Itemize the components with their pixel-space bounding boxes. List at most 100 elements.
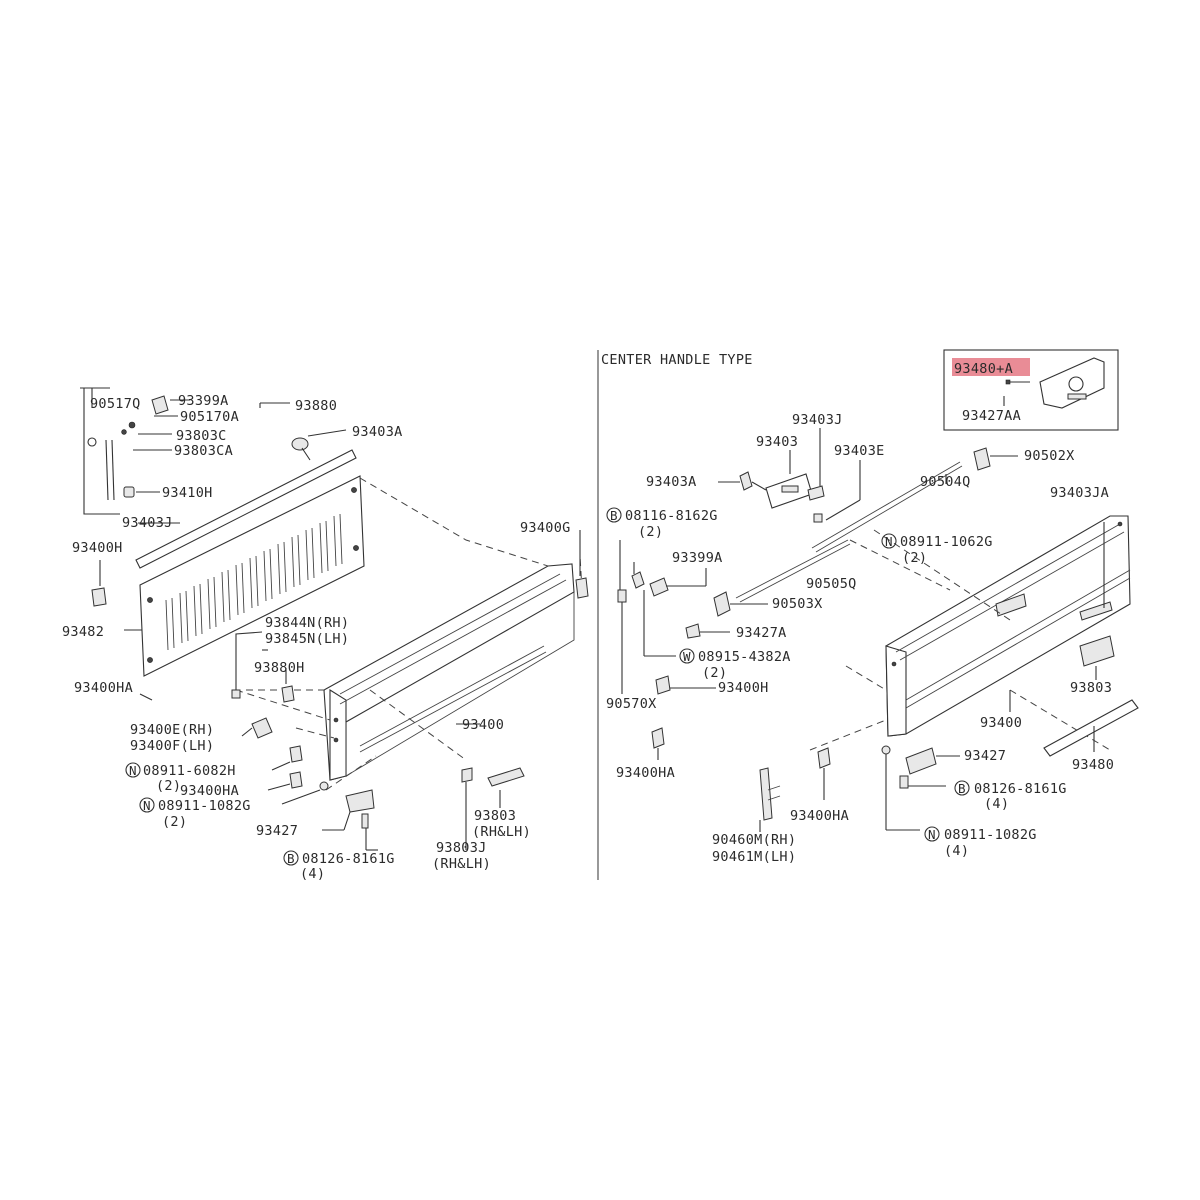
handle-93803-right: [1079, 635, 1115, 667]
clip-90502x: [973, 447, 991, 471]
label-93403j: 93403J: [122, 515, 173, 531]
label-93403ja: 93403JA: [1050, 485, 1109, 501]
label-90460m: 90460M(RH): [712, 832, 796, 848]
label-93803-r: 93803: [1070, 680, 1112, 696]
tailgate-protector-strip: [135, 449, 357, 569]
label-93399a: 93399A: [178, 393, 229, 409]
label-qty-2a: (2): [156, 778, 181, 794]
tailgate-shell: [323, 563, 583, 781]
hinge-93427-right: [905, 747, 937, 775]
label-qty-2a-r: (2): [638, 524, 663, 540]
symbol-n-r2: N: [928, 827, 936, 842]
tailgate-shell-right: [885, 515, 1131, 737]
clip-93400g: [575, 577, 589, 599]
clip-93400ha-b: [817, 747, 831, 769]
label-rhlh-a: (RH&LH): [472, 824, 531, 840]
label-08911-1082g-r: 08911-1082G: [944, 827, 1037, 843]
label-93399a-r: 93399A: [672, 550, 723, 566]
symbol-b-r2: B: [958, 781, 966, 796]
tailgate-finisher-panel: [124, 475, 365, 677]
strip-93480: [1043, 699, 1139, 757]
bolt-08116: [617, 540, 707, 603]
label-93400ha-a-r: 93400HA: [616, 765, 675, 781]
label-93845n: 93845N(LH): [265, 631, 349, 647]
bolt-93403a: [291, 429, 347, 461]
label-08126-8161g-r: 08126-8161G: [974, 781, 1067, 797]
handle-93803: [487, 767, 525, 787]
label-qty-2b-r: (2): [902, 550, 927, 566]
clip-93410h: [123, 486, 160, 498]
symbol-b: B: [287, 851, 295, 866]
label-93803ca: 93803CA: [174, 443, 233, 459]
rod-90504q: [811, 461, 961, 549]
highlight-93480a: [952, 358, 1030, 376]
label-93482: 93482: [62, 624, 104, 640]
label-93403-r: 93403: [756, 434, 798, 450]
rod-90505q: [735, 539, 849, 599]
symbol-w: W: [683, 649, 691, 664]
label-93400ha-b-r: 93400HA: [790, 808, 849, 824]
label-93403j-r: 93403J: [792, 412, 843, 428]
label-93400h-r: 93400H: [718, 680, 769, 696]
label-qty-4b-r: (4): [944, 843, 969, 859]
bolt-93427a: [685, 623, 701, 639]
label-93400g: 93400G: [520, 520, 571, 536]
label-08915-4382a: 08915-4382A: [698, 649, 791, 665]
section-title: CENTER HANDLE TYPE: [601, 352, 753, 368]
label-93400f: 93400F(LH): [130, 738, 214, 754]
label-93403a: 93403A: [352, 424, 403, 440]
label-90505q: 90505Q: [806, 576, 857, 592]
label-rhlh-b: (RH&LH): [432, 856, 491, 872]
clip-93400h: [655, 675, 671, 695]
label-08116-8162g: 08116-8162G: [625, 508, 718, 524]
strut-rod: [87, 395, 169, 501]
label-93400h: 93400H: [72, 540, 123, 556]
hinge-93427: [345, 789, 375, 813]
label-08911-6082h: 08911-6082H: [143, 763, 236, 779]
symbol-n-a: N: [129, 763, 137, 778]
label-93803c: 93803C: [176, 428, 227, 444]
label-93400ha-b: 93400HA: [180, 783, 239, 799]
label-93803: 93803: [474, 808, 516, 824]
label-93427a-r: 93427A: [736, 625, 787, 641]
handle-93403: [718, 428, 861, 523]
emblem-plate: [1039, 357, 1105, 409]
cable-90460m: [759, 767, 773, 821]
label-qty-4a: (4): [300, 866, 325, 882]
label-93403e: 93403E: [834, 443, 885, 459]
label-90502x: 90502X: [1024, 448, 1075, 464]
label-qty-2c-r: (2): [702, 665, 727, 681]
inset-bracket: [83, 387, 120, 515]
label-08911-1062g: 08911-1062G: [900, 534, 993, 550]
left-diagram: 90517Q 93399A 93880 905170A 93803C 93803…: [62, 387, 589, 882]
label-90570x: 90570X: [606, 696, 657, 712]
inset-box-93480a: [943, 349, 1119, 431]
label-93844n: 93844N(RH): [265, 615, 349, 631]
label-90461m: 90461M(LH): [712, 849, 796, 865]
label-90503x: 90503X: [772, 596, 823, 612]
label-93480: 93480: [1072, 757, 1114, 773]
label-93427: 93427: [256, 823, 298, 839]
label-93410h: 93410H: [162, 485, 213, 501]
label-93880: 93880: [295, 398, 337, 414]
symbol-b-r1: B: [610, 508, 618, 523]
label-93400-r: 93400: [980, 715, 1022, 731]
label-qty-4a-r: (4): [984, 796, 1009, 812]
label-93400e: 93400E(RH): [130, 722, 214, 738]
label-90517q: 90517Q: [90, 396, 141, 412]
label-90504q: 90504Q: [920, 474, 971, 490]
label-08126-8161g: 08126-8161G: [302, 851, 395, 867]
clip-93400ha-a: [651, 727, 665, 749]
symbol-n-r1: N: [885, 534, 893, 549]
label-93427aa: 93427AA: [962, 408, 1021, 424]
label-qty-2b: (2): [162, 814, 187, 830]
label-93803j: 93803J: [436, 840, 487, 856]
label-93400ha-a: 93400HA: [74, 680, 133, 696]
label-93880h: 93880H: [254, 660, 305, 676]
latch-90503x: [713, 591, 768, 617]
label-93480a: 93480+A: [954, 361, 1013, 377]
label-93403a-r: 93403A: [646, 474, 697, 490]
label-93427-r: 93427: [964, 748, 1006, 764]
symbol-n-b: N: [143, 798, 151, 813]
label-08911-1082g: 08911-1082G: [158, 798, 251, 814]
